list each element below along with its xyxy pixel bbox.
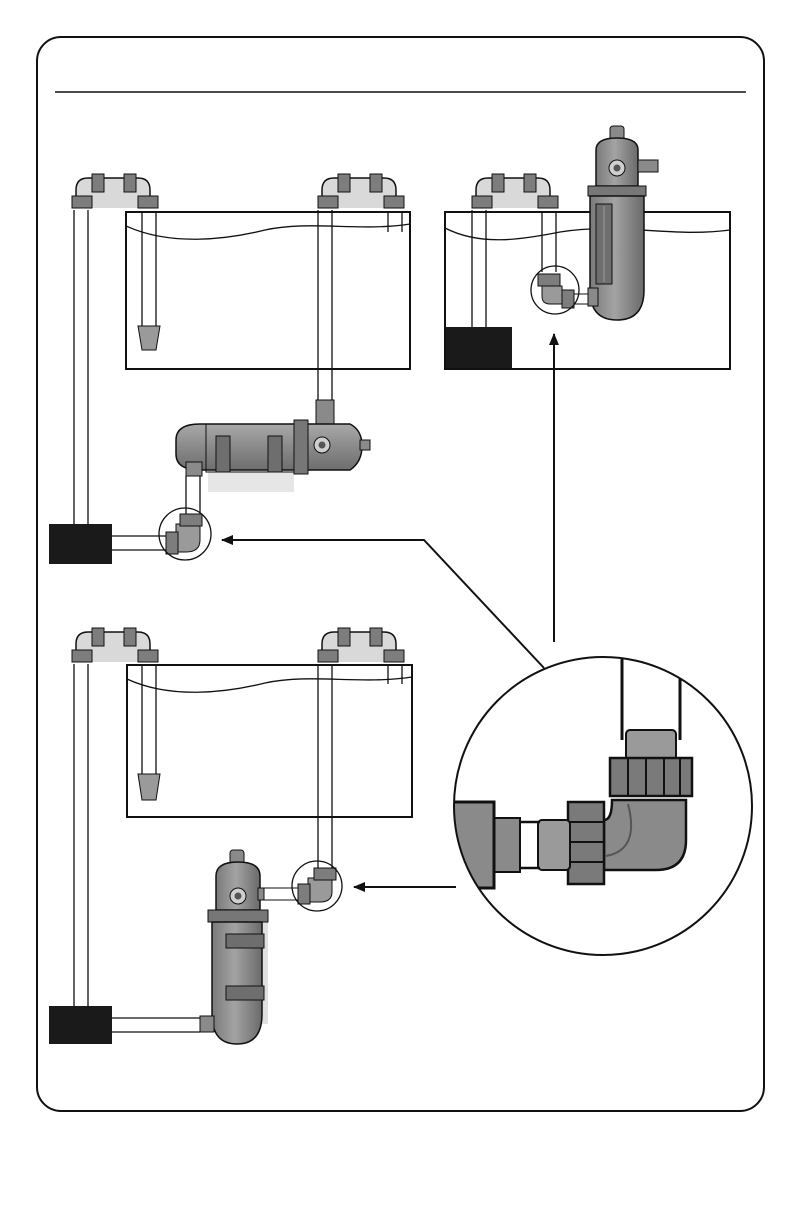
sump-pump-2 [446,327,512,368]
aquarium-tank-1 [126,212,410,369]
canister-filter-horizontal [176,420,370,492]
outlet-hose-3 [112,1018,200,1032]
aquarium-tank-3 [127,665,412,817]
canister-filter-vertical [200,850,268,1044]
intake-strainer-icon [138,774,160,800]
sump-pump-1 [49,524,112,564]
elbow-fitting-detail [440,652,752,955]
intake-strainer-icon [138,326,160,350]
outlet-hose-1 [112,476,202,554]
sump-pump-3 [49,1006,112,1044]
